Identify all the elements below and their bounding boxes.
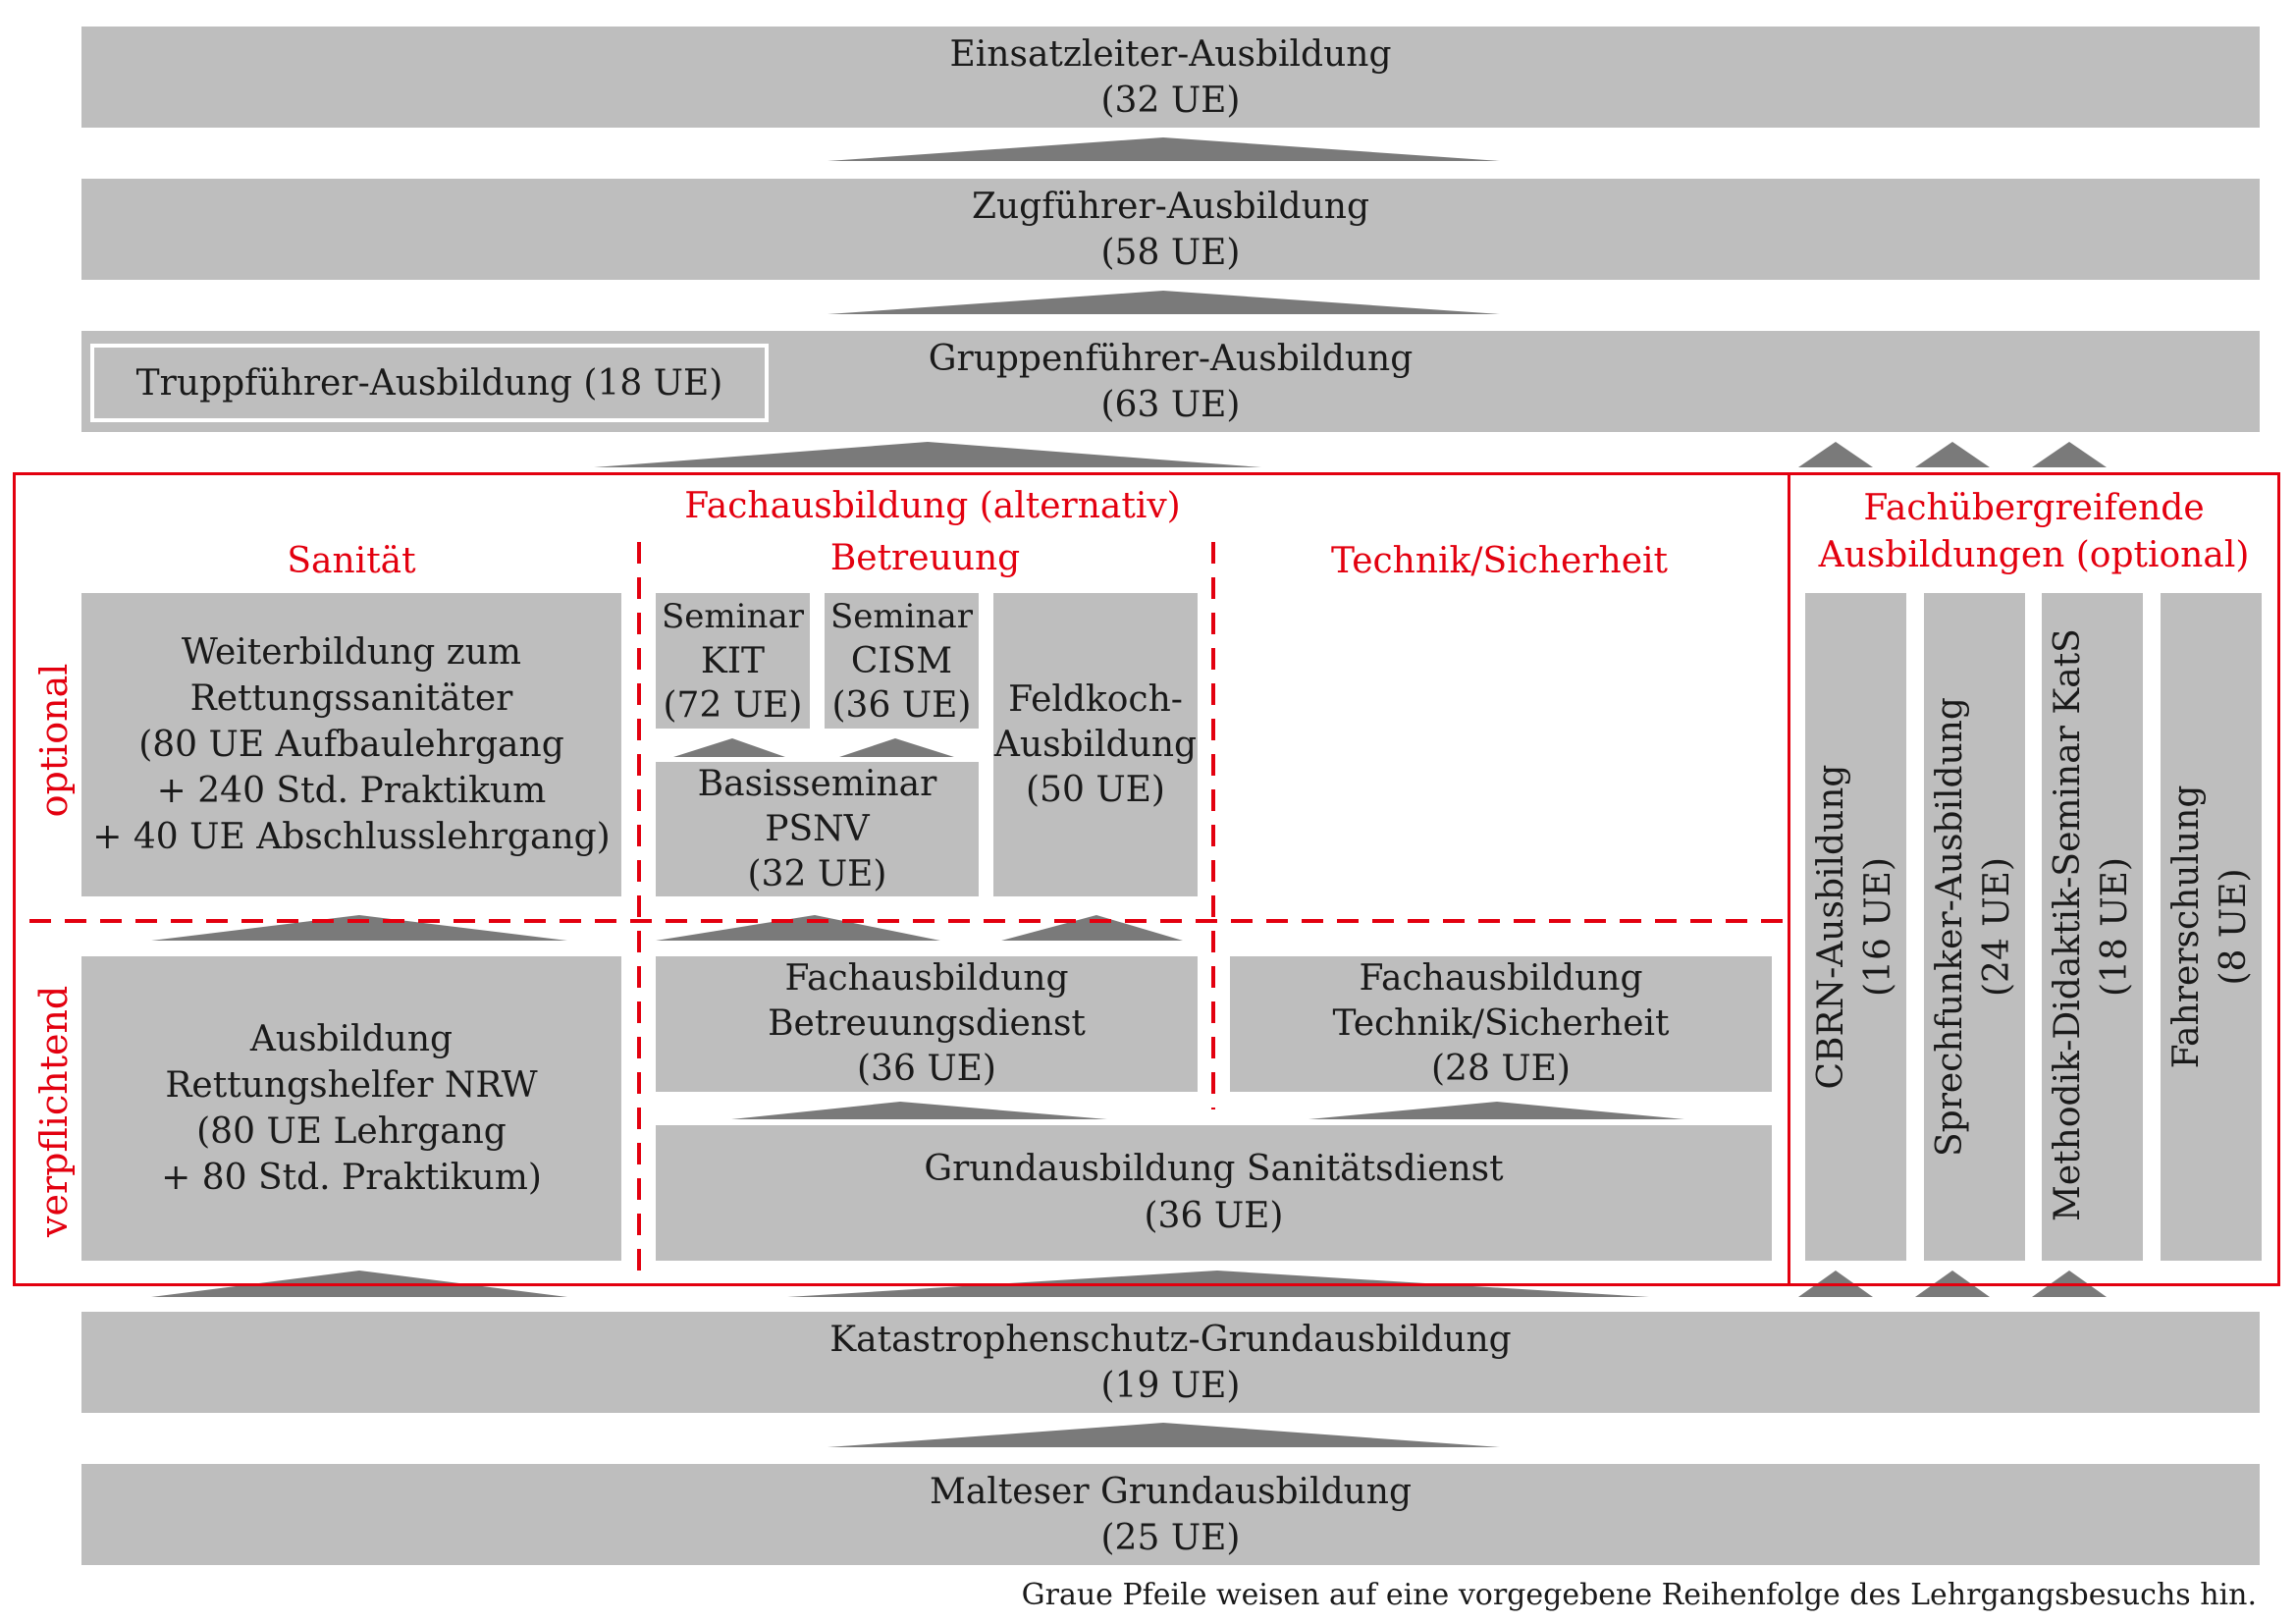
- arrow-grund-to-technik: [1308, 1102, 1684, 1119]
- basisseminar-box: Basisseminar PSNV (32 UE): [656, 762, 979, 896]
- zugfuehrer-hours: (58 UE): [1100, 232, 1241, 273]
- sprechfunker-box: [1924, 593, 2025, 1261]
- arrow-fach-to-gruppen: [594, 442, 1261, 467]
- methodik-box: [2042, 593, 2143, 1261]
- betreuungsdienst-box: Fachausbildung Betreuungsdienst (36 UE): [656, 956, 1198, 1092]
- katastrophenschutz-hours: (19 UE): [1100, 1365, 1241, 1406]
- seminar-cism-box: Seminar CISM (36 UE): [825, 593, 979, 729]
- gruppenfuehrer-title: Gruppenführer-Ausbildung: [928, 338, 1414, 379]
- betreuungsdienst-line3: (36 UE): [857, 1049, 996, 1089]
- rettungshelfer-line2: Rettungshelfer NRW: [165, 1065, 538, 1106]
- katastrophenschutz-title: Katastrophenschutz-Grundausbildung: [829, 1319, 1512, 1360]
- grundausbildung-sanitaet-box: Grundausbildung Sanitätsdienst (36 UE): [656, 1125, 1772, 1261]
- malteser-title: Malteser Grundausbildung: [929, 1471, 1413, 1512]
- basisseminar-line1: Basisseminar: [697, 763, 937, 804]
- arrow-psnv-to-cism: [839, 738, 954, 757]
- truppfuehrer-box: Truppführer-Ausbildung (18 UE): [90, 344, 769, 422]
- seminar-kit-line3: (72 UE): [663, 684, 803, 726]
- rettungssanitaeter-line2: Rettungssanitäter: [189, 678, 513, 719]
- einsatzleiter-box: Einsatzleiter-Ausbildung (32 UE): [81, 27, 2260, 128]
- fachuebergreifend-title-line1: Fachübergreifende: [1863, 488, 2205, 528]
- rettungssanitaeter-line5: + 40 UE Abschlusslehrgang): [92, 817, 611, 857]
- grundausbildung-sanitaet-line2: (36 UE): [1144, 1196, 1284, 1236]
- einsatzleiter-hours: (32 UE): [1100, 80, 1241, 121]
- basisseminar-line3: (32 UE): [747, 853, 887, 894]
- malteser-hours: (25 UE): [1100, 1517, 1241, 1558]
- rettungssanitaeter-box: Weiterbildung zum Rettungssanitäter (80 …: [81, 593, 621, 896]
- technik-sicherheit-line1: Fachausbildung: [1359, 958, 1643, 999]
- feldkoch-box: Feldkoch- Ausbildung (50 UE): [993, 593, 1198, 896]
- row-label-verpflichtend: verpflichtend: [32, 985, 76, 1237]
- arrow-psnv-to-kit: [673, 738, 785, 757]
- methodik-hours: (18 UE): [2095, 857, 2135, 997]
- seminar-cism-line1: Seminar: [830, 596, 973, 636]
- sprechfunker-label: Sprechfunker-Ausbildung (24 UE): [1927, 632, 2021, 1221]
- zugfuehrer-box: Zugführer-Ausbildung (58 UE): [81, 179, 2260, 280]
- column-betreuung: Betreuung: [829, 538, 1021, 578]
- footnote: Graue Pfeile weisen auf eine vorgegebene…: [1021, 1578, 2257, 1612]
- arrow-gruppen-to-zug: [828, 291, 1500, 314]
- arrow-malteser-to-kats: [828, 1423, 1500, 1447]
- fachuebergreifend-frame: [1788, 472, 2280, 1286]
- seminar-kit-line1: Seminar: [662, 596, 804, 636]
- rettungshelfer-line1: Ausbildung: [249, 1019, 454, 1059]
- arrow-betreuung-to-psnv: [656, 915, 940, 941]
- methodik-name: Methodik-Didaktik-Seminar KatS: [2048, 628, 2088, 1221]
- arrow-methodik-up: [2032, 442, 2107, 467]
- feldkoch-line3: (50 UE): [1026, 769, 1165, 810]
- arrow-grund-to-betreuung: [731, 1102, 1107, 1119]
- grundausbildung-sanitaet-line1: Grundausbildung Sanitätsdienst: [924, 1149, 1504, 1189]
- gruppenfuehrer-hours: (63 UE): [1100, 384, 1241, 425]
- fachausbildung-title: Fachausbildung (alternativ): [684, 486, 1181, 526]
- cbrn-name: CBRN-Ausbildung: [1811, 764, 1851, 1090]
- rettungshelfer-line3: (80 UE Lehrgang: [196, 1111, 507, 1152]
- rettungssanitaeter-line1: Weiterbildung zum: [181, 632, 522, 673]
- truppfuehrer-label: Truppführer-Ausbildung (18 UE): [135, 362, 723, 404]
- einsatzleiter-title: Einsatzleiter-Ausbildung: [949, 33, 1392, 75]
- technik-sicherheit-line3: (28 UE): [1431, 1049, 1571, 1089]
- technik-sicherheit-box: Fachausbildung Technik/Sicherheit (28 UE…: [1230, 956, 1772, 1092]
- column-sanitaet: Sanität: [287, 541, 416, 581]
- fahrerschulung-box: [2161, 593, 2262, 1261]
- sprechfunker-name: Sprechfunker-Ausbildung: [1930, 697, 1970, 1157]
- fachuebergreifend-title-line2: Ausbildungen (optional): [1818, 535, 2250, 575]
- sprechfunker-hours: (24 UE): [1977, 857, 2017, 997]
- seminar-kit-line2: KIT: [700, 640, 766, 681]
- fahrerschulung-name: Fahrerschulung: [2166, 784, 2207, 1069]
- fachuebergreifend-title: Fachübergreifende Ausbildungen (optional…: [1788, 485, 2280, 579]
- column-technik: Technik/Sicherheit: [1330, 541, 1669, 581]
- arrow-betreuung-to-feldkoch: [1001, 915, 1183, 941]
- arrow-zug-to-einsatz: [828, 137, 1500, 161]
- feldkoch-line2: Ausbildung: [993, 724, 1198, 765]
- arrow-sprechfunker-up: [1915, 442, 1990, 467]
- row-label-optional: optional: [32, 663, 76, 818]
- rettungssanitaeter-line4: + 240 Std. Praktikum: [156, 771, 547, 811]
- basisseminar-line2: PSNV: [765, 808, 870, 849]
- arrow-retthelfer-to-rettsan: [151, 915, 567, 941]
- technik-sicherheit-line2: Technik/Sicherheit: [1332, 1003, 1670, 1044]
- katastrophenschutz-box: Katastrophenschutz-Grundausbildung (19 U…: [81, 1312, 2260, 1413]
- gruppenfuehrer-box: Gruppenführer-Ausbildung (63 UE): [81, 331, 2260, 432]
- methodik-label: Methodik-Didaktik-Seminar KatS (18 UE): [2045, 628, 2139, 1221]
- betreuungsdienst-line1: Fachausbildung: [784, 958, 1069, 999]
- rettungshelfer-box: Ausbildung Rettungshelfer NRW (80 UE Leh…: [81, 956, 621, 1261]
- fahrerschulung-hours: (8 UE): [2214, 868, 2254, 986]
- cbrn-hours: (16 UE): [1858, 857, 1898, 997]
- arrow-cbrn-up: [1798, 442, 1873, 467]
- cbrn-label: CBRN-Ausbildung (16 UE): [1808, 632, 1902, 1221]
- rettungssanitaeter-line3: (80 UE Aufbaulehrgang: [138, 725, 564, 765]
- fahrerschulung-label: Fahrerschulung (8 UE): [2163, 632, 2258, 1221]
- seminar-cism-line2: CISM: [850, 640, 953, 681]
- seminar-kit-box: Seminar KIT (72 UE): [656, 593, 810, 729]
- malteser-box: Malteser Grundausbildung (25 UE): [81, 1464, 2260, 1565]
- betreuungsdienst-line2: Betreuungsdienst: [768, 1003, 1086, 1044]
- zugfuehrer-title: Zugführer-Ausbildung: [971, 186, 1370, 227]
- seminar-cism-line3: (36 UE): [831, 684, 972, 726]
- rettungshelfer-line4: + 80 Std. Praktikum): [161, 1158, 542, 1198]
- feldkoch-line1: Feldkoch-: [1008, 678, 1183, 720]
- cbrn-box: [1805, 593, 1906, 1261]
